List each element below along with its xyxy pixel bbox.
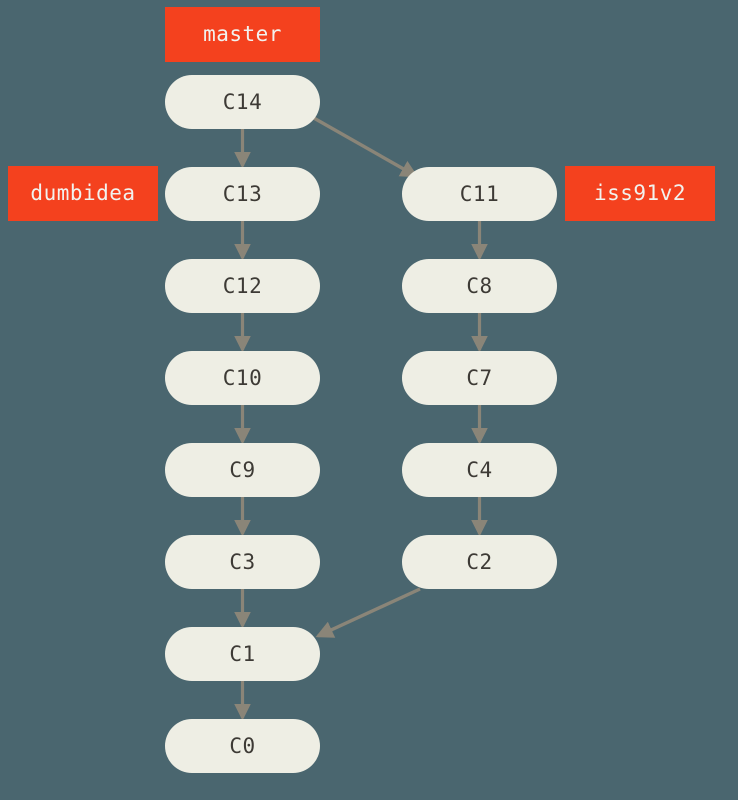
commit-node-c14[interactable]: C14 — [165, 75, 320, 129]
commit-node-c12[interactable]: C12 — [165, 259, 320, 313]
commit-label: C4 — [466, 457, 493, 482]
commit-label: C9 — [229, 457, 256, 482]
commit-node-c0[interactable]: C0 — [165, 719, 320, 773]
edge-c2-to-c1 — [315, 587, 421, 638]
commit-label: C3 — [229, 549, 256, 574]
branch-tag-dumbidea[interactable]: dumbidea — [8, 166, 158, 221]
commit-label: C2 — [466, 549, 493, 574]
commit-label: C8 — [466, 273, 493, 298]
branch-label: dumbidea — [30, 181, 136, 205]
edge-c14-to-c11 — [311, 115, 419, 178]
commit-node-c4[interactable]: C4 — [402, 443, 557, 497]
commit-label: C12 — [222, 273, 263, 298]
commit-node-c8[interactable]: C8 — [402, 259, 557, 313]
commit-label: C14 — [222, 89, 263, 114]
commit-label: C0 — [229, 733, 256, 758]
commit-node-c7[interactable]: C7 — [402, 351, 557, 405]
branch-label: master — [203, 22, 282, 46]
commit-node-c13[interactable]: C13 — [165, 167, 320, 221]
commit-node-c3[interactable]: C3 — [165, 535, 320, 589]
commit-label: C13 — [222, 181, 263, 206]
commit-label: C1 — [229, 641, 256, 666]
commit-label: C11 — [459, 181, 500, 206]
commit-node-c1[interactable]: C1 — [165, 627, 320, 681]
commit-label: C7 — [466, 365, 493, 390]
commit-node-c2[interactable]: C2 — [402, 535, 557, 589]
branch-tag-iss91v2[interactable]: iss91v2 — [565, 166, 715, 221]
commit-node-c10[interactable]: C10 — [165, 351, 320, 405]
commit-node-c11[interactable]: C11 — [402, 167, 557, 221]
branch-tag-master[interactable]: master — [165, 7, 320, 62]
commit-node-c9[interactable]: C9 — [165, 443, 320, 497]
commit-label: C10 — [222, 365, 263, 390]
branch-label: iss91v2 — [593, 181, 686, 205]
